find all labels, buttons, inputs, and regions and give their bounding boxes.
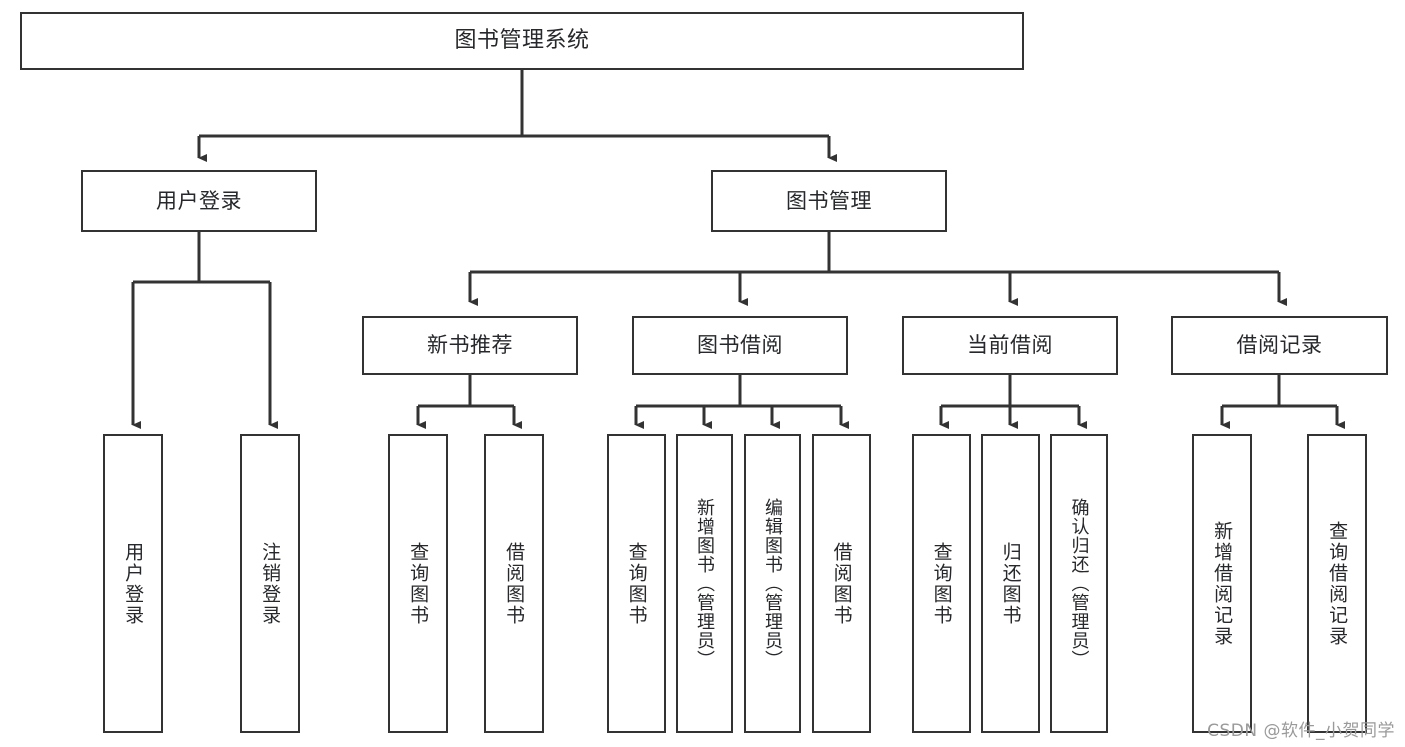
node-label: 编辑图书（管理员） [762,498,784,669]
node-label: 图书管理系统 [454,28,590,54]
leaf-add-borrow-record[interactable]: 新增借阅记录 [1192,434,1252,733]
node-label: 图书借阅 [697,333,783,358]
node-book-management[interactable]: 图书管理 [711,170,947,232]
leaf-return-book[interactable]: 归还图书 [981,434,1040,733]
node-book-borrow[interactable]: 图书借阅 [632,316,848,375]
node-root-book-management-system[interactable]: 图书管理系统 [20,12,1024,70]
node-label: 用户登录 [156,188,242,213]
node-label: 确认归还（管理员） [1068,498,1090,669]
leaf-query-borrow-record[interactable]: 查询借阅记录 [1307,434,1367,733]
csdn-watermark: CSDN @软件_小贺同学 [1207,721,1395,741]
node-label: 用户登录 [122,541,145,626]
node-label: 当前借阅 [967,333,1053,358]
node-label: 借阅图书 [830,541,853,626]
node-label: 查询图书 [625,541,648,626]
node-label: 借阅记录 [1236,333,1323,358]
leaf-user-login[interactable]: 用户登录 [103,434,163,733]
leaf-confirm-return-admin[interactable]: 确认归还（管理员） [1050,434,1108,733]
node-new-book-recommend[interactable]: 新书推荐 [362,316,578,375]
node-label: 查询图书 [930,541,953,626]
leaf-edit-book-admin[interactable]: 编辑图书（管理员） [744,434,801,733]
node-label: 新增借阅记录 [1211,520,1234,647]
leaf-borrow-book[interactable]: 借阅图书 [812,434,871,733]
node-label: 图书管理 [786,188,872,213]
leaf-current-query-book[interactable]: 查询图书 [912,434,971,733]
node-label: 归还图书 [999,541,1022,626]
node-label: 查询借阅记录 [1326,520,1349,647]
node-current-borrow[interactable]: 当前借阅 [902,316,1118,375]
leaf-logout[interactable]: 注销登录 [240,434,300,733]
leaf-new-book-query[interactable]: 查询图书 [388,434,448,733]
leaf-new-book-borrow[interactable]: 借阅图书 [484,434,544,733]
leaf-borrow-query-book[interactable]: 查询图书 [607,434,666,733]
node-user-login[interactable]: 用户登录 [81,170,317,232]
node-borrow-record[interactable]: 借阅记录 [1171,316,1388,375]
node-label: 注销登录 [259,541,282,626]
leaf-add-book-admin[interactable]: 新增图书（管理员） [676,434,733,733]
node-label: 新增图书（管理员） [694,498,716,669]
node-label: 新书推荐 [427,333,513,358]
node-label: 借阅图书 [503,541,526,626]
node-label: 查询图书 [407,541,430,626]
